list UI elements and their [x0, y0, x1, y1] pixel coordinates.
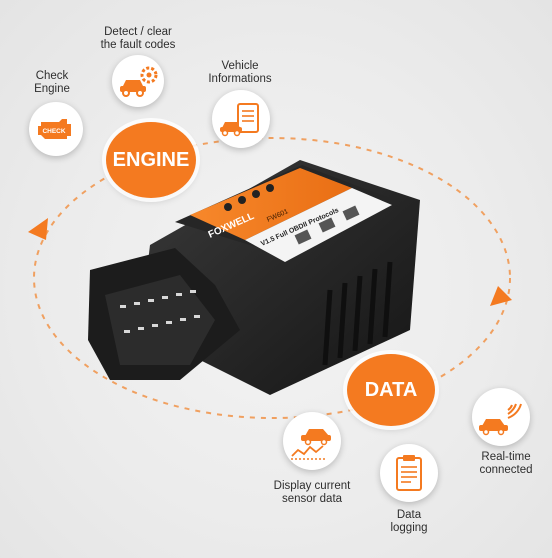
check-engine-label: Check Engine: [34, 70, 70, 95]
orbit-arrow-left: [28, 218, 48, 240]
check-engine-icon: CHECK: [38, 119, 71, 139]
car-wifi-icon: [479, 403, 522, 436]
car-report-icon: [220, 103, 259, 137]
engine-badge-label: ENGINE: [112, 148, 190, 171]
check-engine-circle: CHECK: [29, 102, 83, 156]
car-chart-icon: [291, 429, 331, 460]
orbit-arrow-right: [490, 286, 512, 306]
data-logging-label: Data logging: [390, 509, 428, 534]
engine-badge: ENGINE: [106, 122, 196, 198]
check-engine-icon-text: CHECK: [42, 128, 65, 135]
detect-clear-label: Detect / clear the fault codes: [100, 26, 176, 51]
vehicle-info-circle: [212, 90, 270, 148]
real-time-label: Real-time connected: [479, 451, 533, 476]
detect-clear-circle: [112, 55, 164, 107]
data-badge: DATA: [347, 354, 435, 426]
sensor-data-label: Display current sensor data: [273, 480, 351, 505]
car-gear-icon: [120, 66, 158, 97]
data-badge-label: DATA: [364, 378, 418, 401]
vehicle-info-label: Vehicle Informations: [208, 60, 272, 85]
clipboard-icon: [396, 455, 422, 491]
device-orange-panel: [190, 168, 352, 240]
data-logging-circle: [380, 444, 438, 502]
real-time-circle: [472, 388, 530, 446]
sensor-data-circle: [283, 412, 341, 470]
